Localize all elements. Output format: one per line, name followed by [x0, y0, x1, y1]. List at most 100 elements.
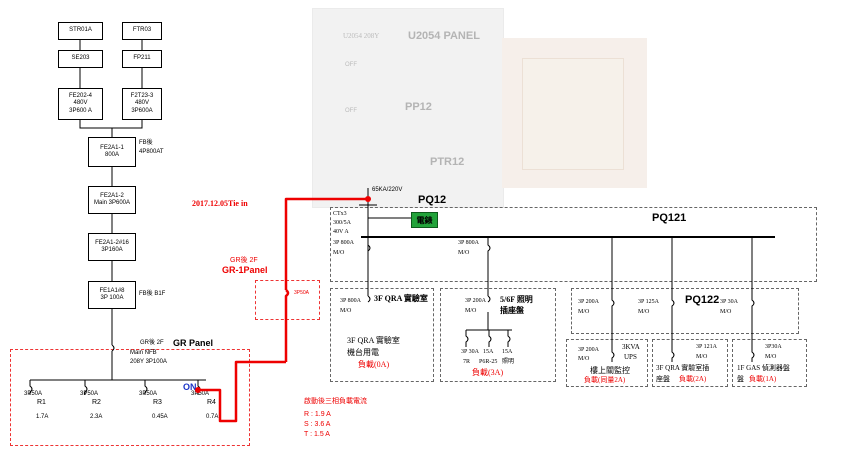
pq12-spec: 65KA/220V: [372, 187, 403, 193]
lighting-sub-3: 15A: [502, 349, 513, 355]
fp211-label: FP211: [133, 55, 151, 62]
qra-desc-1: 3F QRA 實驗室: [347, 336, 400, 345]
gr1-loc-note: GR後 2F: [230, 257, 258, 264]
branch-r3-name: R3: [153, 399, 162, 406]
fe2a1-1-line1: FE2A1-1: [100, 144, 124, 151]
ups-kva-1: 3KVA: [622, 343, 640, 351]
branch-r1-name: R1: [37, 399, 46, 406]
qra-breaker-mo: M/O: [340, 308, 352, 314]
fe2a1-2-16-line1: FE2A1-2#16: [95, 239, 129, 246]
ups-kva-2: UPS: [624, 353, 637, 361]
load-note-r: R : 1.9 A: [304, 411, 331, 418]
fe202-line2: 480V: [73, 100, 88, 107]
pq122-feeder-2-mo: M/O: [638, 309, 650, 315]
branch-r2-current: 2.3A: [90, 414, 103, 420]
gas-desc-2: 盤: [737, 375, 744, 383]
ptr12-label: PTR12: [430, 156, 465, 168]
lighting-sub-label-3: 照明: [502, 359, 515, 365]
on-label: ON: [183, 382, 197, 392]
fe2a1-2-box: FE2A1-2 Main 3P600A: [88, 186, 136, 214]
pq122-frame: [571, 288, 799, 334]
fe2a1-2-line2: Main 3P600A: [93, 200, 131, 206]
fe1a1-8-note: FB後 B1F: [139, 291, 166, 297]
branch-r2-breaker: 3P50A: [80, 391, 99, 397]
gas-desc-1: 1F GAS 偵測器盤: [737, 364, 790, 372]
meter-tag: 電錶: [411, 212, 438, 228]
f2t23-line3: 3P600A: [131, 107, 153, 114]
fe2a1-1-note-1: FB後: [139, 140, 153, 146]
fe2a1-1-line2: 800A: [104, 152, 119, 158]
fe2a1-1-box: FE2A1-1 800A: [88, 137, 136, 167]
f2t23-line1: F2T23-3: [130, 92, 154, 99]
branch-r3-breaker: 3P50A: [139, 391, 158, 397]
f2t23-box: F2T23-3 480V 3P600A: [122, 88, 162, 120]
background-photo: [312, 8, 647, 208]
lighting-breaker: 3P 200A: [465, 298, 486, 304]
qra-desc-2: 機台用電: [347, 348, 379, 357]
pq122-feeder-2: 3P 125A: [638, 299, 659, 305]
pq12-label: PQ12: [418, 194, 447, 206]
lighting-panel-frame: [440, 288, 556, 382]
ftr03-label: FTR03: [132, 27, 152, 34]
fe1a1-8-line2: 3P 100A: [100, 295, 124, 301]
branch-r4-name: R4: [207, 399, 216, 406]
photo-panel-right: [502, 38, 647, 188]
branch-r1-current: 1.7A: [36, 414, 49, 420]
load-note-s: S : 3.6 A: [304, 421, 331, 428]
branch-r3-current: 0.45A: [152, 414, 168, 420]
qra-panel-frame: [330, 288, 434, 382]
branch-r2-name: R2: [92, 399, 101, 406]
ups-desc: 樓上關監控: [590, 366, 630, 375]
qra-breaker: 3P 800A: [340, 298, 361, 304]
qra-socket-desc-1: 3F QRA 實驗室插: [656, 364, 710, 372]
gr1-panel-title: GR-1Panel: [222, 265, 268, 275]
f2t23-line2: 480V: [134, 100, 149, 107]
fe202-line1: FE202-4: [68, 92, 92, 99]
ups-breaker: 3P 200A: [578, 347, 599, 353]
ups-load: 負載(同量2A): [584, 376, 626, 384]
meter-tag-label: 電錶: [416, 215, 433, 225]
pp12-label: PP12: [405, 101, 432, 113]
qra-socket-load: 負載(2A): [679, 375, 707, 383]
qra-socket-desc-2: 座盤: [656, 375, 670, 383]
ftr03-box: FTR03: [122, 22, 162, 40]
qra-socket-breaker: 3P 121A: [696, 344, 717, 350]
photo-panel-left: [312, 8, 504, 208]
gr-main-nfb: Main NFB: [130, 350, 157, 356]
gr-panel-loc-note: GR後 2F: [140, 340, 164, 346]
fe2a1-2-line1: FE2A1-2: [100, 192, 124, 199]
str01a-box: STR01A: [58, 22, 103, 40]
tie-in-date: 2017.12.05Tie in: [192, 199, 248, 208]
off-label-2: OFF: [345, 108, 357, 114]
lighting-title-1: 5/6F 照明: [500, 295, 533, 304]
branch-r4-current: 0.7A: [206, 414, 219, 420]
pq122-feeder-1-mo: M/O: [578, 309, 590, 315]
pq12-ctx3-2: 300/5A: [333, 220, 351, 226]
pq122-label: PQ122: [685, 294, 720, 306]
lighting-breaker-mo: M/O: [465, 308, 477, 314]
str01a-label: STR01A: [69, 27, 92, 34]
gr-panel-title: GR Panel: [173, 338, 214, 348]
gas-mo: M/O: [765, 354, 777, 360]
pq122-feeder-1: 3P 200A: [578, 299, 599, 305]
u2054-panel-label: U2054 PANEL: [408, 30, 480, 42]
photo-cabinet-inner: [522, 58, 624, 170]
gr1-panel-frame: [255, 280, 320, 320]
pq122-feeder-3-mo: M/O: [720, 309, 732, 315]
fe202-line3: 3P600 A: [69, 107, 92, 114]
fe1a1-8-line1: FE1A1#8: [99, 287, 125, 294]
gas-breaker: 3P30A: [765, 344, 782, 350]
qra-title: 3F QRA 實驗室: [374, 294, 428, 303]
qra-load: 負載(0A): [358, 360, 390, 369]
fe2a1-2-16-box: FE2A1-2#16 3P160A: [88, 233, 136, 261]
pq121-frame: [330, 207, 817, 282]
gas-frame: [732, 339, 807, 387]
pq122-feeder-3: 3P 30A: [720, 299, 738, 305]
pq12-ctx3-1: CTx3: [333, 211, 347, 217]
pq121-label: PQ121: [652, 212, 687, 224]
branch-r1-breaker: 3P50A: [24, 391, 43, 397]
pq121-feeder2: 3P 800A: [458, 240, 479, 246]
lighting-sub-2: 15A: [483, 349, 494, 355]
fe2a1-2-16-line2: 3P160A: [101, 247, 123, 253]
gr-main-nfb-spec: 208Y 3P100A: [130, 359, 167, 365]
